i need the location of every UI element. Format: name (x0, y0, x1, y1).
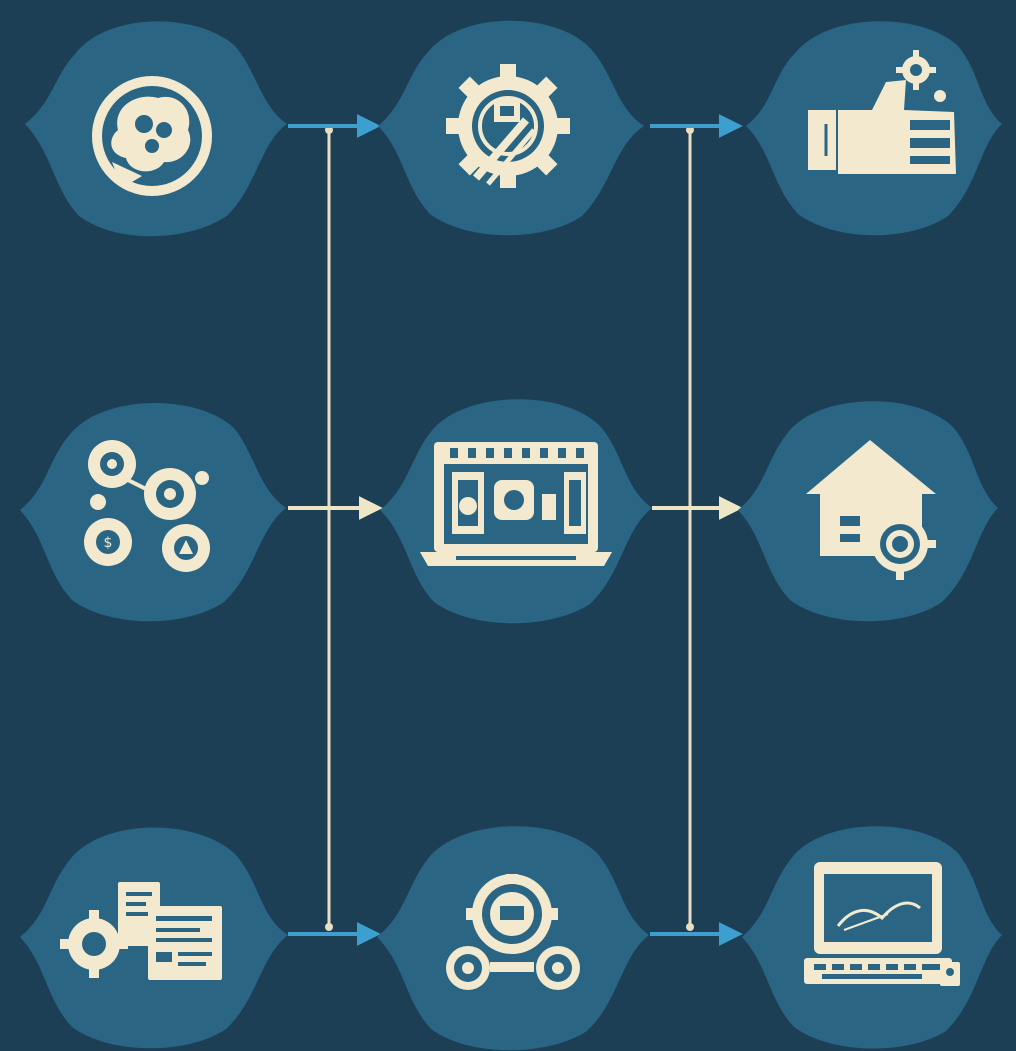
vertical-connectors (325, 126, 694, 931)
computer-monitor-icon (804, 862, 960, 986)
laptop-dashboard-icon (420, 442, 612, 566)
gear-tools-icon (446, 64, 570, 188)
icons: $ (60, 50, 960, 990)
connector-dot (686, 923, 694, 931)
flow-arrows (288, 114, 743, 946)
house-gear-icon (806, 440, 936, 580)
gear-cluster-icon: $ (84, 440, 210, 572)
gears-network-icon (446, 874, 580, 990)
svg-text:$: $ (104, 535, 113, 551)
documents-gear-icon (60, 882, 222, 980)
connector-dot (325, 923, 333, 931)
brain-gear-icon (92, 76, 212, 196)
thumbs-up-gear-icon (808, 50, 956, 174)
